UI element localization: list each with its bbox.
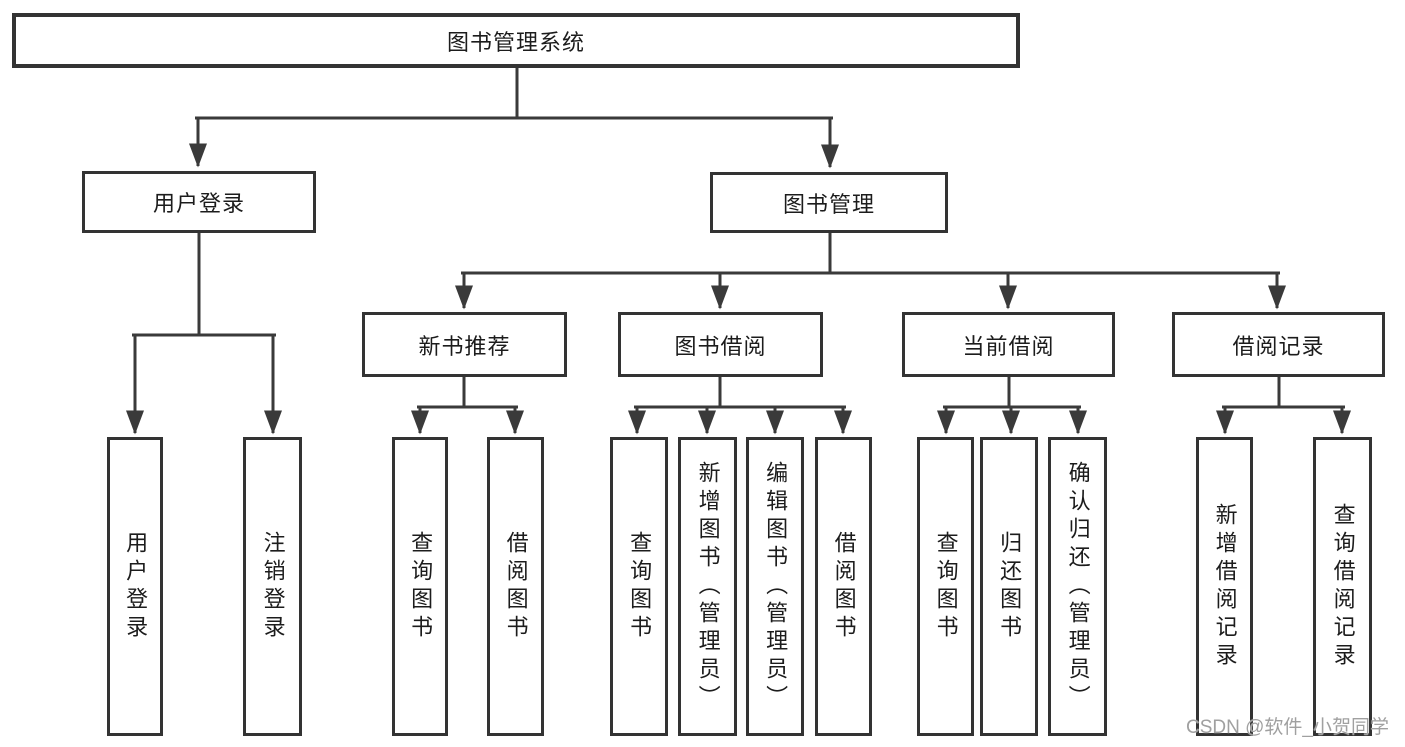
node-new-book-recommend: 新书推荐 bbox=[362, 312, 567, 377]
leaf-borrow-book-recommend: 借阅图书 bbox=[487, 437, 544, 736]
node-root: 图书管理系统 bbox=[12, 13, 1020, 68]
node-book-borrow: 图书借阅 bbox=[618, 312, 823, 377]
leaf-borrow-book: 借阅图书 bbox=[815, 437, 872, 736]
leaf-borrow-book-label: 借阅图书 bbox=[831, 530, 857, 643]
leaf-edit-book-admin: 编辑图书（管理员） bbox=[746, 437, 804, 736]
node-user-login: 用户登录 bbox=[82, 171, 316, 233]
leaf-query-book-borrow: 查询图书 bbox=[610, 437, 668, 736]
leaf-logout: 注销登录 bbox=[243, 437, 302, 736]
leaf-query-book-current: 查询图书 bbox=[917, 437, 974, 736]
leaf-query-book-recommend-label: 查询图书 bbox=[408, 530, 434, 643]
node-book-borrow-label: 图书借阅 bbox=[674, 333, 767, 359]
node-borrow-record-label: 借阅记录 bbox=[1232, 333, 1325, 359]
node-current-borrow: 当前借阅 bbox=[902, 312, 1115, 377]
leaf-confirm-return-admin-label: 确认归还（管理员） bbox=[1065, 460, 1091, 713]
node-new-book-recommend-label: 新书推荐 bbox=[418, 333, 511, 359]
node-current-borrow-label: 当前借阅 bbox=[962, 333, 1055, 359]
leaf-add-book-admin: 新增图书（管理员） bbox=[678, 437, 737, 736]
leaf-logout-label: 注销登录 bbox=[260, 530, 286, 643]
leaf-add-borrow-record: 新增借阅记录 bbox=[1196, 437, 1253, 736]
leaf-user-login-label: 用户登录 bbox=[123, 530, 149, 643]
leaf-return-book-label: 归还图书 bbox=[997, 530, 1023, 643]
leaf-return-book: 归还图书 bbox=[980, 437, 1038, 736]
leaf-query-book-current-label: 查询图书 bbox=[933, 530, 959, 643]
leaf-add-book-admin-label: 新增图书（管理员） bbox=[695, 460, 721, 713]
leaf-user-login: 用户登录 bbox=[107, 437, 163, 736]
node-user-login-label: 用户登录 bbox=[152, 191, 245, 216]
node-borrow-record: 借阅记录 bbox=[1172, 312, 1385, 377]
node-root-label: 图书管理系统 bbox=[446, 29, 585, 55]
leaf-query-book-recommend: 查询图书 bbox=[392, 437, 448, 736]
leaf-query-borrow-record: 查询借阅记录 bbox=[1313, 437, 1372, 736]
node-book-management-label: 图书管理 bbox=[782, 191, 875, 217]
node-book-management: 图书管理 bbox=[710, 172, 948, 233]
leaf-add-borrow-record-label: 新增借阅记录 bbox=[1212, 502, 1238, 671]
leaf-query-borrow-record-label: 查询借阅记录 bbox=[1330, 502, 1356, 671]
leaf-query-book-borrow-label: 查询图书 bbox=[627, 530, 653, 643]
leaf-confirm-return-admin: 确认归还（管理员） bbox=[1048, 437, 1107, 736]
leaf-borrow-book-recommend-label: 借阅图书 bbox=[503, 530, 529, 643]
leaf-edit-book-admin-label: 编辑图书（管理员） bbox=[763, 460, 789, 713]
